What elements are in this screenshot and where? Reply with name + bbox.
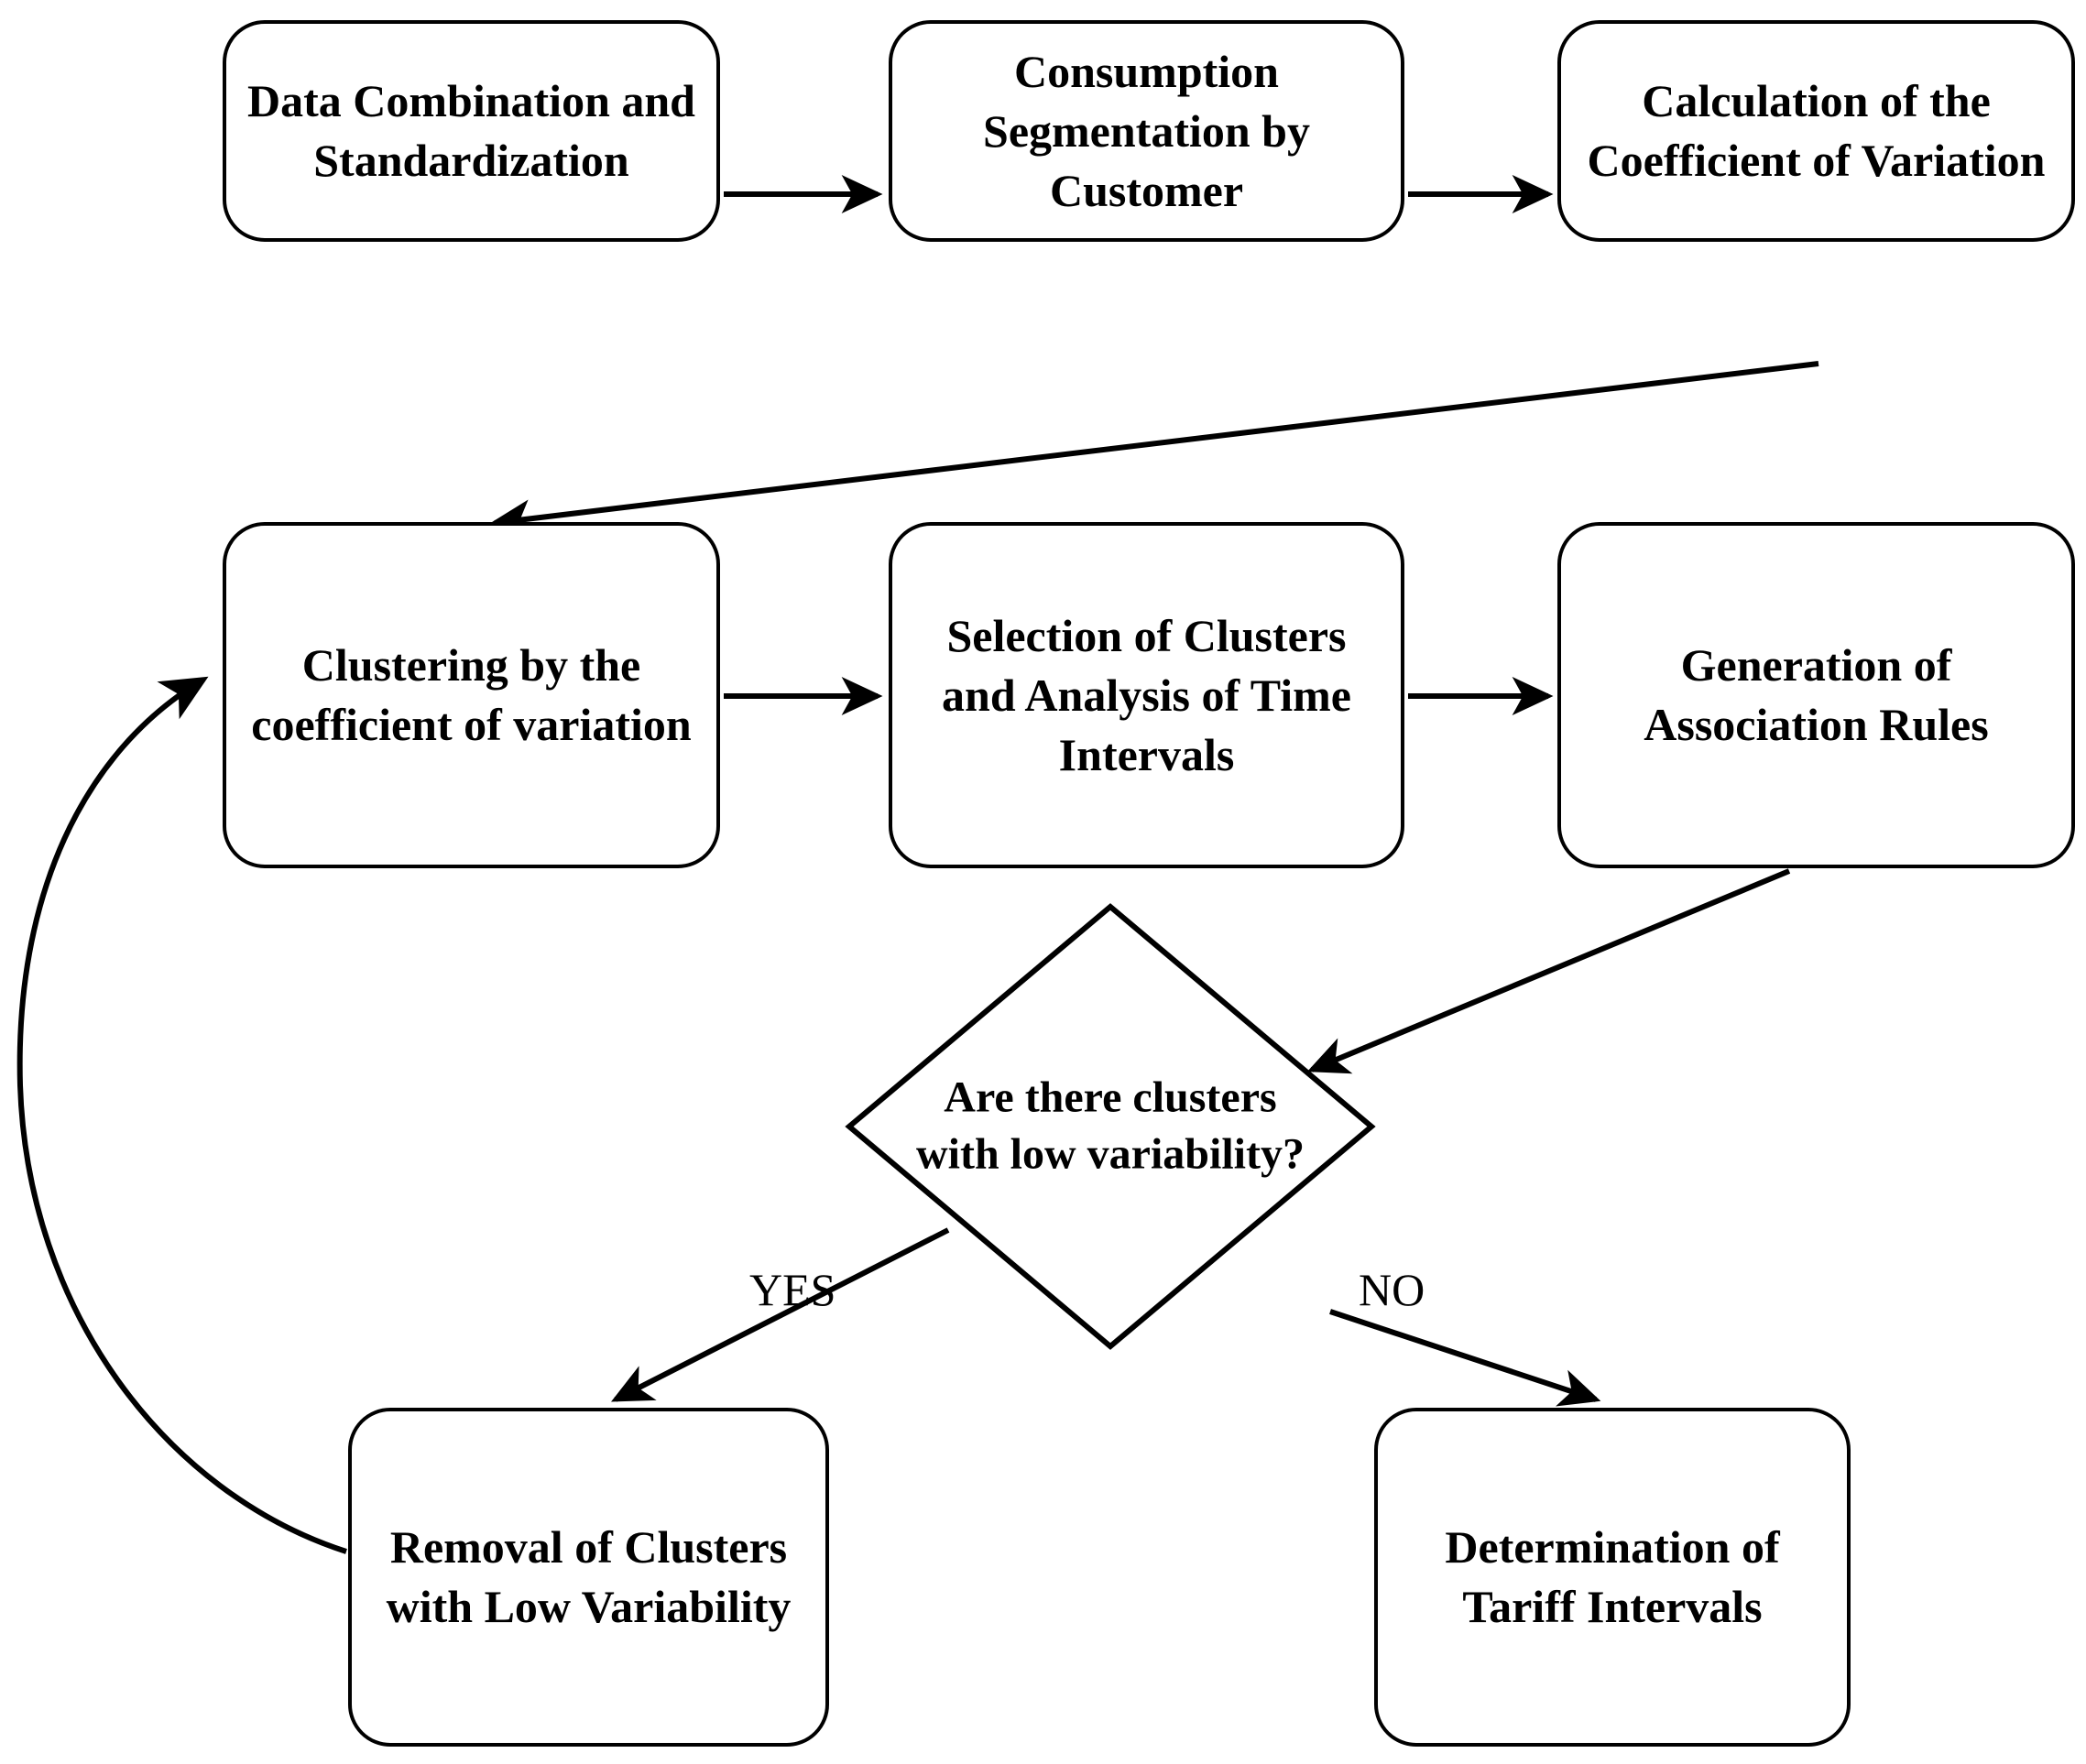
node-generation-of-association-rules-label: Generation of Association Rules bbox=[1644, 639, 1989, 750]
node-determination-of-tariff-intervals-label: Determination of Tariff Intervals bbox=[1445, 1521, 1780, 1632]
node-coefficient-of-variation-label: Calculation of the Coefficient of Variat… bbox=[1587, 75, 2046, 186]
edge-label-yes: YES bbox=[749, 1264, 836, 1315]
node-coefficient-of-variation[interactable]: Calculation of the Coefficient of Variat… bbox=[1557, 20, 2075, 242]
node-consumption-segmentation[interactable]: Consumption Segmentation by Customer bbox=[889, 20, 1404, 242]
node-data-combination-label: Data Combination and Standardization bbox=[247, 75, 695, 186]
node-determination-of-tariff-intervals[interactable]: Determination of Tariff Intervals bbox=[1374, 1408, 1851, 1747]
edge-label-no: NO bbox=[1359, 1264, 1425, 1315]
node-consumption-segmentation-label: Consumption Segmentation by Customer bbox=[983, 45, 1310, 216]
node-data-combination[interactable]: Data Combination and Standardization bbox=[223, 20, 720, 242]
node-decision-label: Are there clusters with low variability? bbox=[915, 1073, 1305, 1179]
node-clustering-label: Clustering by the coefficient of variati… bbox=[251, 639, 692, 750]
edge-coeff-variation-to-clustering bbox=[489, 361, 1819, 539]
node-selection-of-clusters[interactable]: Selection of Clusters and Analysis of Ti… bbox=[889, 522, 1404, 868]
node-removal-of-clusters-label: Removal of Clusters with Low Variability bbox=[386, 1521, 792, 1632]
node-generation-of-association-rules[interactable]: Generation of Association Rules bbox=[1557, 522, 2075, 868]
edge-association-rules-to-decision bbox=[1306, 868, 1791, 1074]
node-clustering-by-coefficient-of-variation[interactable]: Clustering by the coefficient of variati… bbox=[223, 522, 720, 868]
node-selection-of-clusters-label: Selection of Clusters and Analysis of Ti… bbox=[942, 609, 1351, 780]
diamond-shape bbox=[845, 903, 1376, 1350]
node-removal-of-clusters-with-low-variability[interactable]: Removal of Clusters with Low Variability bbox=[348, 1408, 829, 1747]
node-decision-low-variability[interactable]: Are there clusters with low variability? bbox=[845, 902, 1376, 1351]
